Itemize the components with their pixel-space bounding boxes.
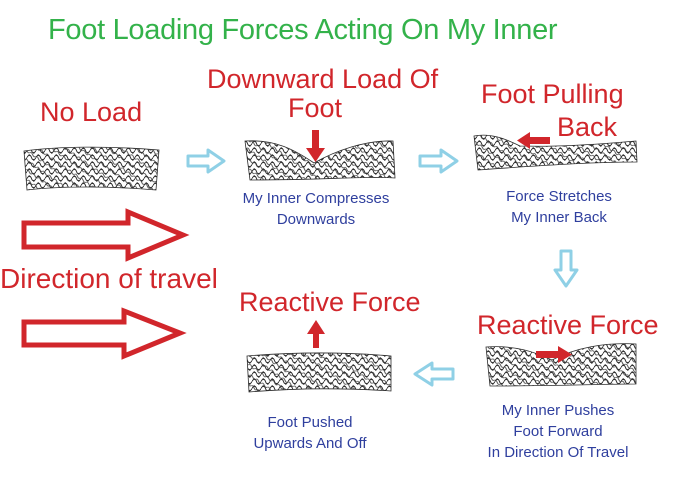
label-direction-of-travel: Direction of travel: [0, 263, 218, 294]
pad-stretched: [473, 134, 638, 171]
flow-arrow-2: [418, 148, 459, 174]
direction-arrow-top: [21, 208, 190, 262]
pad-no-load: [23, 146, 160, 191]
label-foot-pulling-line2: Back: [557, 112, 618, 142]
caption-pushed-up-line1: Foot Pushed: [267, 414, 353, 431]
caption-compresses-line1: My Inner Compresses: [242, 190, 390, 207]
force-arrow-forward: [536, 346, 572, 363]
label-foot-pulling-line1: Foot Pulling: [481, 79, 624, 109]
caption-compresses-line2: Downwards: [276, 211, 356, 228]
diagram-title: Foot Loading Forces Acting On My Inner: [48, 14, 558, 46]
caption-pushes-forward-line3: In Direction Of Travel: [487, 444, 629, 461]
caption-pushes-forward-line1: My Inner Pushes: [501, 402, 615, 419]
caption-stretches: Force Stretches My Inner Back: [474, 186, 644, 228]
caption-stretches-line2: My Inner Back: [511, 209, 607, 226]
label-reactive-force-left: Reactive Force: [239, 287, 421, 317]
force-arrow-up: [307, 320, 325, 348]
label-reactive-force-right: Reactive Force: [477, 310, 659, 340]
label-downward-load-line1: Downward Load Of: [207, 64, 439, 94]
force-arrow-back: [517, 132, 550, 149]
caption-compresses: My Inner Compresses Downwards: [218, 188, 414, 230]
pad-pushed-up: [246, 352, 392, 393]
caption-stretches-line1: Force Stretches: [506, 188, 612, 205]
flow-arrow-1: [186, 148, 226, 174]
caption-pushes-forward-line2: Foot Forward: [513, 423, 603, 440]
flow-arrow-left: [413, 361, 455, 387]
force-arrow-down: [306, 130, 325, 162]
caption-pushed-up-line2: Upwards And Off: [253, 435, 367, 452]
pad-compressed: [244, 140, 396, 181]
direction-arrow-bottom: [21, 307, 187, 360]
caption-pushed-up: Foot Pushed Upwards And Off: [225, 412, 395, 454]
caption-pushes-forward: My Inner Pushes Foot Forward In Directio…: [462, 400, 654, 463]
pad-pushing-forward: [485, 343, 637, 387]
label-no-load: No Load: [40, 97, 143, 127]
flow-arrow-down: [553, 249, 579, 288]
label-downward-load-line2: Foot: [288, 93, 343, 123]
